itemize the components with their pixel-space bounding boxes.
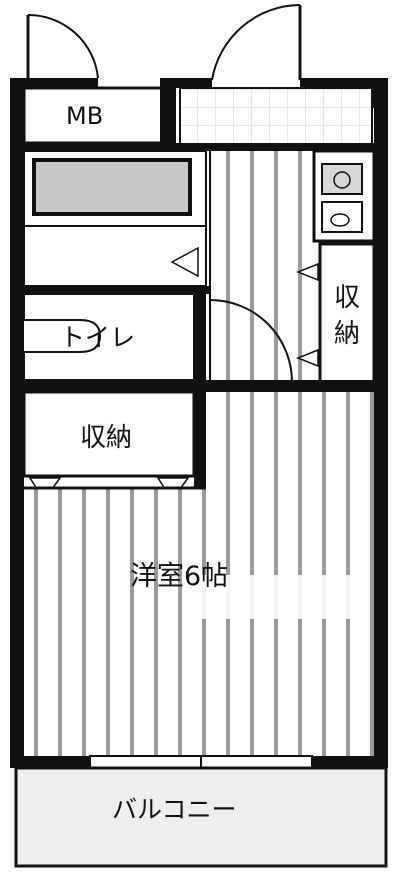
kitchen <box>312 149 376 243</box>
balcony-label: バルコニー <box>112 795 237 824</box>
sink <box>321 201 363 233</box>
entrance-tile-area <box>179 87 373 147</box>
storage-side-label-bottom: 納 <box>334 319 360 349</box>
wall-vertical-inner <box>194 294 206 386</box>
storage-side: 収 納 <box>295 242 376 384</box>
western-room-label: 洋室6帖 <box>130 561 228 592</box>
corridor-floor <box>210 151 312 383</box>
stove <box>321 163 363 195</box>
bathroom <box>23 150 207 287</box>
bathtub <box>32 158 192 216</box>
storage-side-label-top: 収 <box>334 283 360 313</box>
entrance-door-right <box>211 4 302 81</box>
storage-center: 収納 <box>22 390 206 502</box>
wall-upper-horizontal <box>24 143 374 151</box>
meter-box <box>22 86 176 148</box>
toilet-label: トイレ <box>60 323 135 352</box>
balcony: バルコニー <box>14 766 388 868</box>
toilet-fixture <box>24 319 102 353</box>
toilet-room: トイレ <box>23 293 195 381</box>
toilet-door <box>209 299 293 383</box>
storage-center-label: 収納 <box>80 423 132 453</box>
wall-mid-horizontal <box>24 380 374 392</box>
wall-bath-toilet <box>24 286 210 294</box>
western-room: 洋室6帖 <box>24 392 374 756</box>
meter-box-label: MB <box>66 102 103 130</box>
entrance-door-left <box>26 13 99 79</box>
south-wall-window <box>10 755 388 769</box>
